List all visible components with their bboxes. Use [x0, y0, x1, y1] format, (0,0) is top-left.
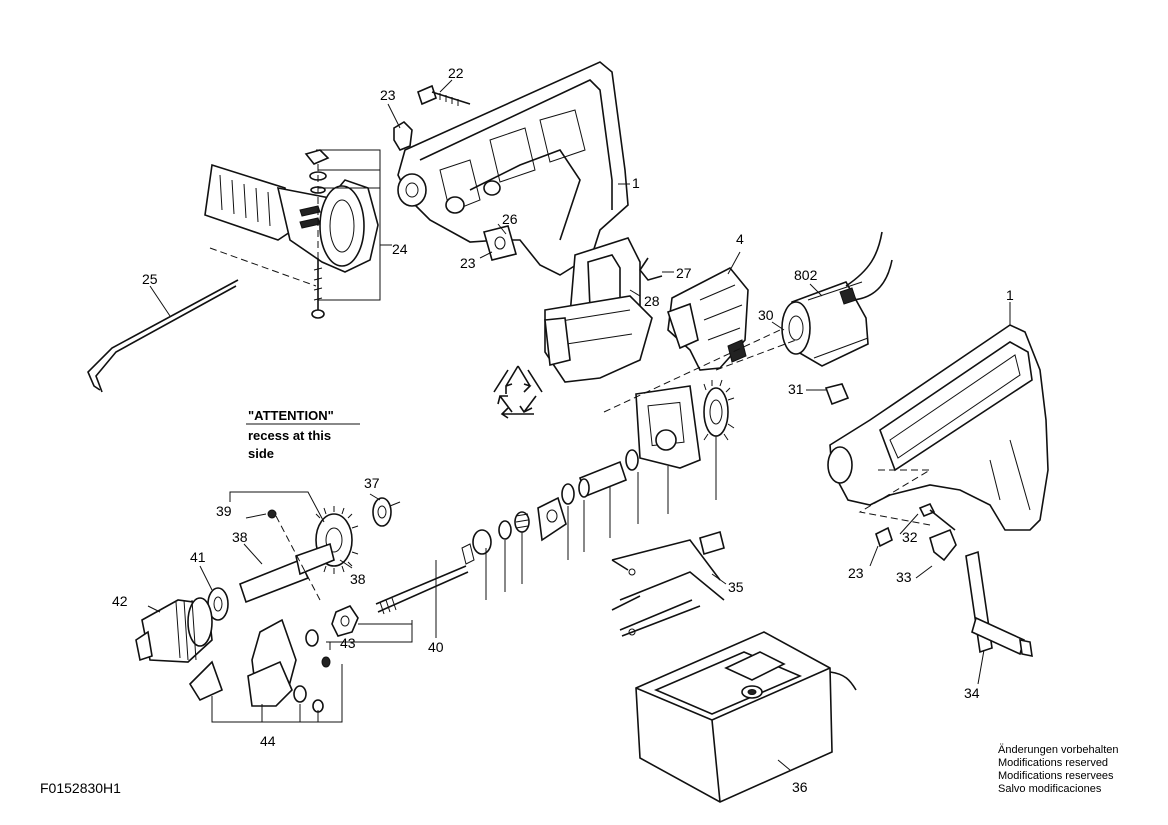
label-26: 26: [502, 211, 518, 227]
charger-36: [635, 631, 857, 803]
label-23-right: 23: [848, 565, 864, 581]
reservation-line-de: Änderungen vorbehalten: [998, 744, 1119, 756]
label-37: 37: [364, 475, 380, 491]
label-42: 42: [112, 593, 128, 609]
attention-note: "ATTENTION" recess at this side: [248, 408, 334, 461]
label-1-top: 1: [632, 175, 640, 191]
attention-line-1: recess at this: [248, 428, 331, 443]
auxiliary-handle-24: [204, 163, 379, 273]
lever-33: [929, 528, 957, 562]
housing-half-right: [827, 324, 1049, 531]
label-33: 33: [896, 569, 912, 585]
part-number-labels: 22 23 1 26 23 24 25 27 28 4 802 30 1 31 …: [112, 65, 1014, 795]
nut-23-top: [393, 120, 413, 151]
plate-26: [483, 225, 517, 261]
label-23-top: 23: [380, 87, 396, 103]
label-38-upper: 38: [232, 529, 248, 545]
label-35: 35: [728, 579, 744, 595]
label-22: 22: [448, 65, 464, 81]
clutch-housing-44: [188, 618, 331, 713]
label-27: 27: [676, 265, 692, 281]
reservation-line-fr: Modifications reservees: [998, 770, 1114, 782]
label-41: 41: [190, 549, 206, 565]
hex-key-25: [87, 279, 239, 393]
drawing-code: F0152830H1: [40, 780, 121, 796]
handle-clamp-screw: [304, 149, 330, 319]
label-4: 4: [736, 231, 744, 247]
label-40: 40: [428, 639, 444, 655]
gearbox-plate: [635, 379, 735, 469]
motor-802: [781, 231, 893, 367]
ball-39: [267, 509, 277, 519]
attention-line-2: side: [248, 446, 274, 461]
label-36: 36: [792, 779, 808, 795]
label-1-right: 1: [1006, 287, 1014, 303]
contact-strips-35: [611, 530, 725, 637]
button-31: [824, 383, 850, 406]
housing-half-left: [397, 61, 629, 276]
label-44: 44: [260, 733, 276, 749]
spring-clip-27: [639, 257, 663, 281]
modifications-reserved-note: Änderungen vorbehalten Modifications res…: [998, 744, 1118, 796]
label-802: 802: [794, 267, 818, 283]
planetary-shaft-parts: [375, 449, 639, 615]
label-23-mid: 23: [460, 255, 476, 271]
label-31: 31: [788, 381, 804, 397]
reservation-line-es: Salvo modificaciones: [998, 783, 1102, 795]
attention-title: "ATTENTION": [248, 408, 334, 423]
bearing-37: [372, 497, 401, 527]
battery-pack-28: [544, 237, 653, 383]
label-25: 25: [142, 271, 158, 287]
nut-23-right: [875, 526, 893, 548]
label-43: 43: [340, 635, 356, 651]
label-28: 28: [644, 293, 660, 309]
label-39: 39: [216, 503, 232, 519]
screw-22: [417, 84, 471, 106]
leader-lines: [147, 79, 1011, 771]
pin-32: [918, 502, 956, 531]
switch-4: [666, 266, 749, 371]
bearing-41: [207, 587, 229, 621]
label-34: 34: [964, 685, 980, 701]
label-24: 24: [392, 241, 408, 257]
nut-43: [305, 605, 359, 647]
label-30: 30: [758, 307, 774, 323]
recycle-icon: [493, 365, 543, 419]
ball-39-guide: [275, 515, 321, 601]
reservation-line-en: Modifications reserved: [998, 757, 1109, 769]
spindle-38: [239, 542, 335, 604]
label-38-lower: 38: [350, 571, 366, 587]
housing-leader-dash: [858, 469, 932, 526]
chuck-key-34: [965, 550, 1033, 658]
label-32: 32: [902, 529, 918, 545]
drill-chuck-42: [135, 597, 213, 663]
